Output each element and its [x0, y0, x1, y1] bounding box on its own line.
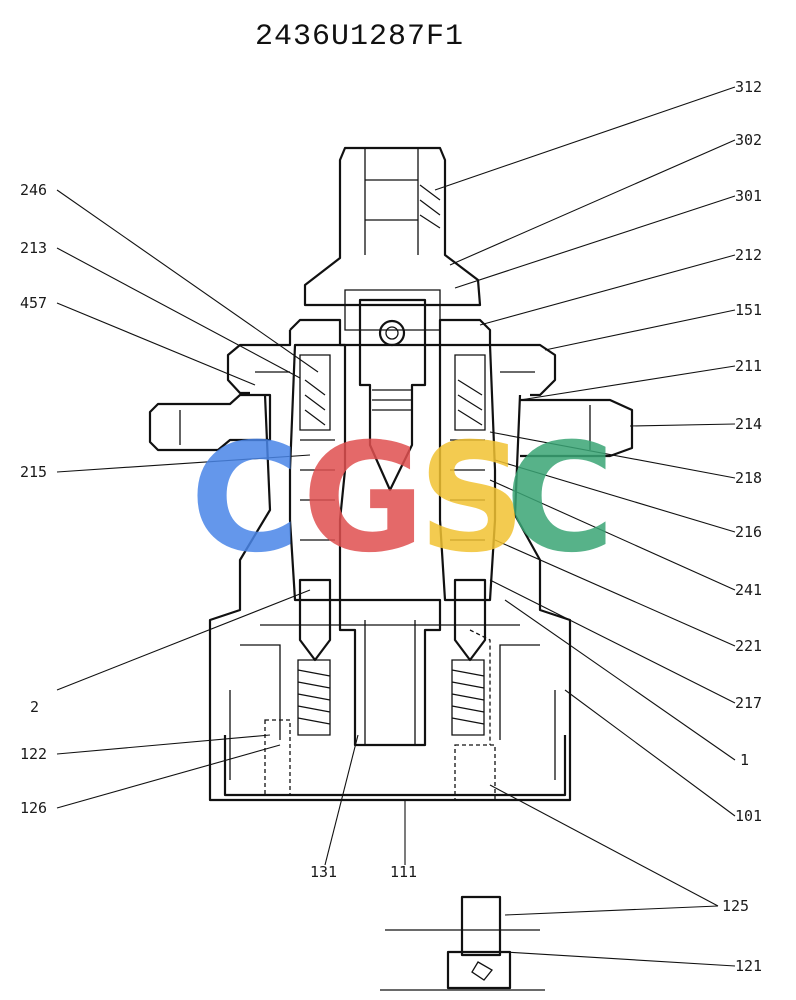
- part-number-457: 457: [20, 294, 47, 312]
- watermark-letter-c1: C: [190, 412, 300, 586]
- part-number-125: 125: [722, 897, 749, 915]
- part-numbers-left: 246 213 457 215 2 122 126: [20, 181, 47, 817]
- part-number-302: 302: [735, 131, 762, 149]
- part-number-218: 218: [735, 469, 762, 487]
- part-number-131: 131: [310, 863, 337, 881]
- part-number-221: 221: [735, 637, 762, 655]
- cgsc-watermark: C G S C: [190, 412, 615, 586]
- part-number-151: 151: [735, 301, 762, 319]
- part-number-1: 1: [740, 751, 749, 769]
- part-number-101: 101: [735, 807, 762, 825]
- part-number-121: 121: [735, 957, 762, 975]
- part-number-111: 111: [390, 863, 417, 881]
- part-number-122: 122: [20, 745, 47, 763]
- valve-body-drawing: [148, 146, 634, 991]
- part-number-211: 211: [735, 357, 762, 375]
- part-number-212: 212: [735, 246, 762, 264]
- part-number-312: 312: [735, 78, 762, 96]
- part-number-213: 213: [20, 239, 47, 257]
- part-number-215: 215: [20, 463, 47, 481]
- part-numbers-bottom: 131 111: [310, 863, 417, 881]
- drawing-title: 2436U1287F1: [255, 20, 464, 54]
- part-numbers-right: 312 302 301 212 151 211 214 218 216 241 …: [722, 78, 762, 975]
- part-number-2: 2: [30, 698, 39, 716]
- part-number-241: 241: [735, 581, 762, 599]
- watermark-letter-g: G: [302, 412, 425, 586]
- part-number-214: 214: [735, 415, 762, 433]
- watermark-letter-s: S: [418, 412, 526, 586]
- leader-lines: [56, 86, 736, 967]
- part-number-216: 216: [735, 523, 762, 541]
- part-number-246: 246: [20, 181, 47, 199]
- part-number-301: 301: [735, 187, 762, 205]
- watermark-letter-c2: C: [505, 412, 615, 586]
- part-number-126: 126: [20, 799, 47, 817]
- part-number-217: 217: [735, 694, 762, 712]
